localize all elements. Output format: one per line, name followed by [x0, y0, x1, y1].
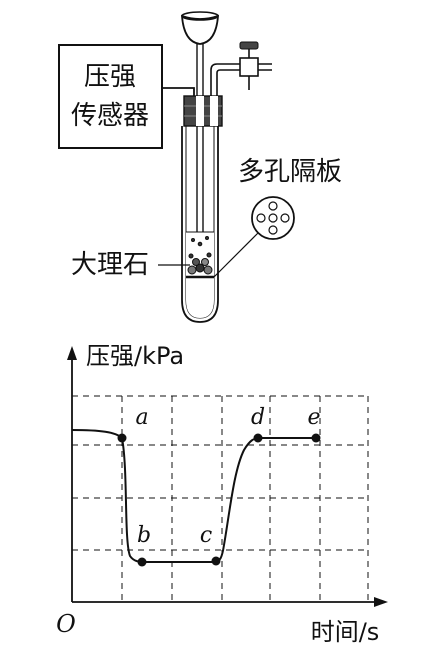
point-a-label: a [135, 405, 148, 430]
point-a [117, 433, 127, 443]
plate-leader [213, 232, 259, 278]
sensor-label-line1: 压强 [84, 62, 136, 92]
x-axis-label: 时间/s [311, 618, 380, 646]
marble-label: 大理石 [71, 250, 149, 280]
sensor-label-line2: 传感器 [71, 101, 149, 131]
point-e-label: e [307, 405, 320, 430]
marble-chips [187, 236, 213, 275]
grid [72, 395, 369, 602]
y-axis-arrow [67, 346, 77, 360]
point-c [211, 556, 221, 566]
plate-magnified-view [251, 196, 295, 240]
pressure-curve [71, 429, 318, 563]
pressure-time-graph: 压强/kPa 时间/s O a b c d e [56, 342, 388, 646]
point-c-label: c [200, 523, 212, 548]
pressure-sensor-box [58, 44, 163, 149]
test-tube [181, 126, 219, 323]
curve-points [117, 433, 321, 567]
point-b [137, 557, 147, 567]
stopcock-body [239, 57, 259, 77]
side-tube [210, 63, 272, 100]
funnel-bulb [180, 14, 220, 45]
side-tube-inner [216, 69, 272, 100]
point-d-label: d [251, 405, 265, 430]
x-axis-arrow [374, 597, 388, 607]
plate-holes [256, 201, 290, 235]
sensor-connector [162, 87, 195, 96]
plate-label: 多孔隔板 [238, 157, 342, 187]
point-e [311, 433, 321, 443]
point-b-label: b [137, 523, 151, 548]
y-axis-label: 压强/kPa [86, 342, 184, 370]
origin-label: O [56, 610, 76, 638]
apparatus: 压强 传感器 [58, 11, 342, 323]
stopcock-handle [239, 41, 259, 50]
point-d [253, 433, 263, 443]
funnel-rim [181, 11, 219, 21]
